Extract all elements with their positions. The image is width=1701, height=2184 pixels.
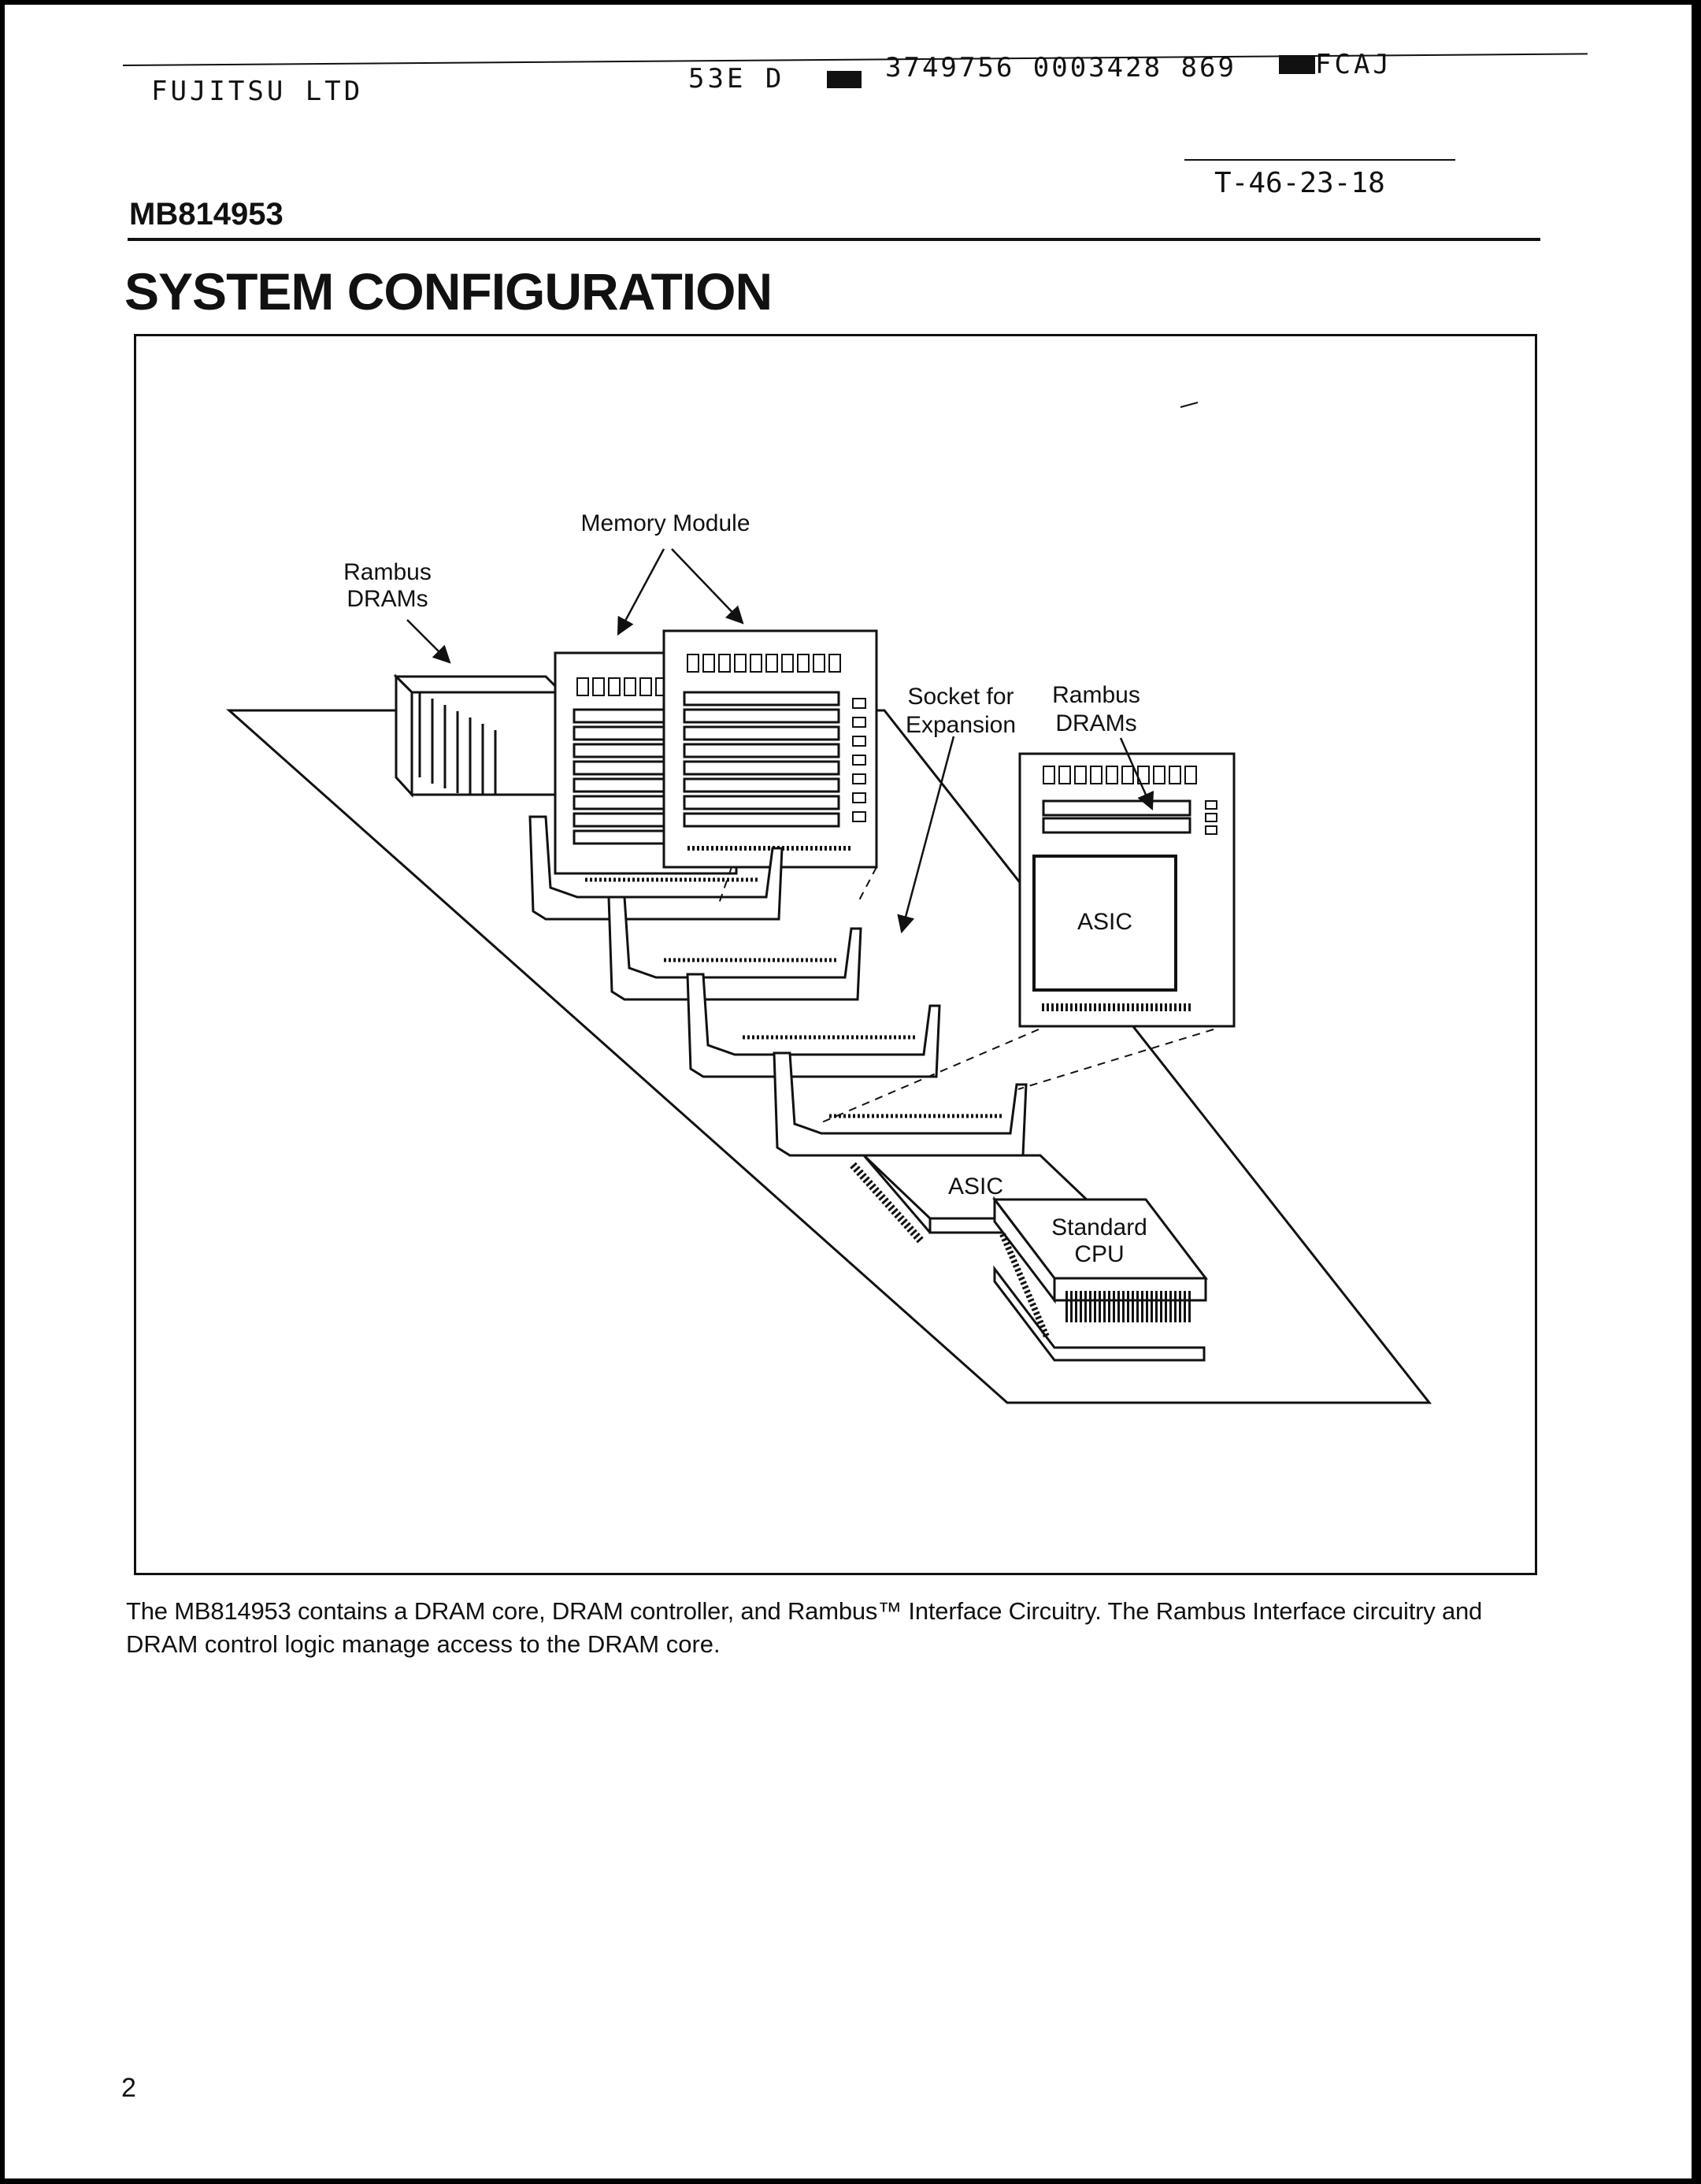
standard-cpu-chip — [991, 1196, 1209, 1362]
label-rambus-drams-left-1: Rambus — [343, 559, 432, 585]
part-number: MB814953 — [129, 197, 284, 232]
label-rambus-drams-right-1: Rambus — [1052, 682, 1140, 708]
document-stamp: T-46-23-18 — [1214, 167, 1385, 199]
section-title: SYSTEM CONFIGURATION — [124, 262, 773, 321]
arrow-module-front — [671, 548, 744, 625]
insertion-guides — [718, 866, 1214, 1125]
header-code-3: FCAJ — [1315, 49, 1392, 80]
label-cpu-1: Standard — [1051, 1214, 1147, 1240]
system-diagram — [226, 402, 1432, 1404]
header-code-2: 3749756 0003428 869 — [885, 52, 1236, 83]
label-rambus-drams-right-2: DRAMs — [1055, 710, 1137, 736]
redaction-block-2 — [1279, 55, 1315, 74]
label-cpu-2: CPU — [1074, 1241, 1125, 1267]
arrow-rambus-left — [406, 619, 451, 664]
memory-module-front — [662, 629, 878, 869]
datasheet-page: FUJITSU LTD 53E D 3749756 0003428 869 FC… — [5, 5, 1692, 2178]
description-line-2: DRAM control logic manage access to the … — [126, 1630, 721, 1658]
expansion-card — [1018, 752, 1236, 1028]
title-rule — [128, 238, 1540, 241]
header-code-1: 53E D — [688, 63, 785, 95]
label-socket-2: Expansion — [905, 712, 1017, 738]
page-number: 2 — [121, 2073, 136, 2103]
arrow-module-back — [617, 548, 665, 636]
label-asic-card: ASIC — [1077, 909, 1133, 935]
stamp-rule — [1184, 159, 1455, 161]
rambus-dram-stack — [393, 673, 565, 798]
label-rambus-drams-left-2: DRAMs — [346, 586, 428, 612]
arrow-socket — [897, 736, 955, 934]
system-configuration-figure: Memory Module Rambus DRAMs Socket for Ex… — [134, 334, 1537, 1575]
redaction-block-1 — [827, 71, 862, 88]
arrow-rambus-right — [1119, 737, 1154, 811]
expansion-sockets — [528, 815, 1028, 1157]
label-socket-1: Socket for — [907, 684, 1014, 710]
company-name: FUJITSU LTD — [151, 76, 364, 107]
description-line-1: The MB814953 contains a DRAM core, DRAM … — [126, 1597, 1483, 1625]
label-asic-board: ASIC — [947, 1174, 1004, 1200]
label-memory-module: Memory Module — [580, 510, 750, 536]
